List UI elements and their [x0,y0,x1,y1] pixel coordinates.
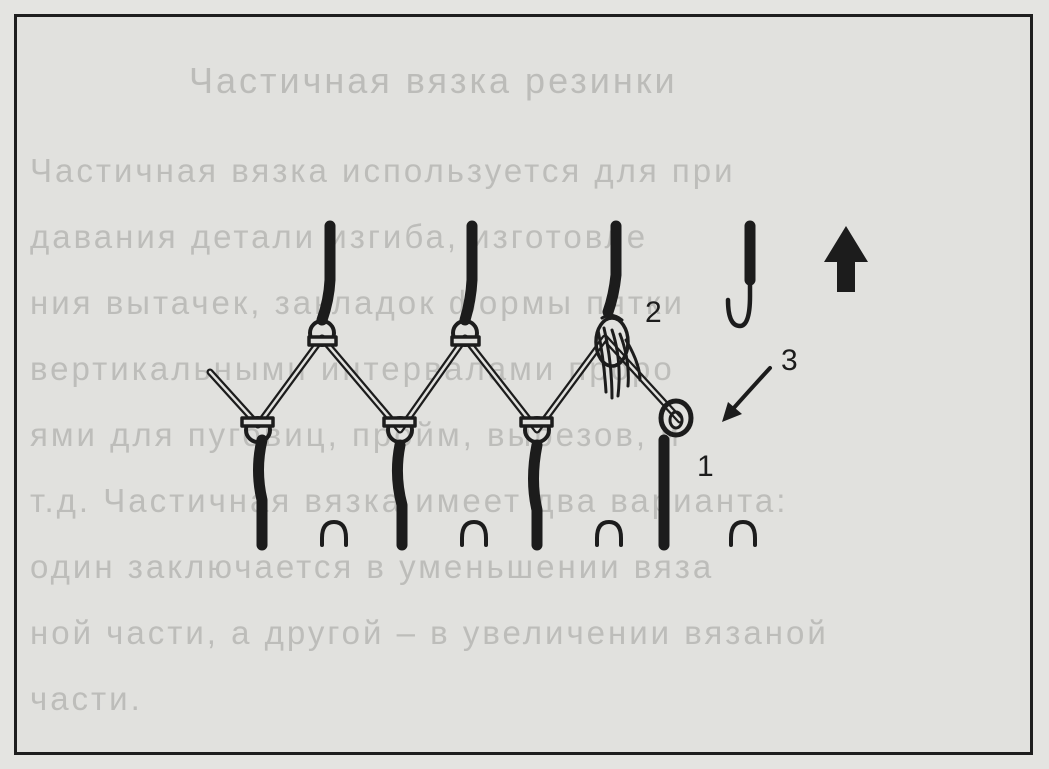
label-3: 3 [781,344,798,377]
upper-needle [459,220,478,326]
hook-arc [729,520,757,547]
hook-arc [320,520,348,547]
upper-needle [316,220,336,326]
hook-icon [725,220,756,329]
loop-1 [658,398,694,438]
label-1: 1 [697,450,714,483]
background-text-line: ной части, а другой – в увеличении вязан… [30,614,829,651]
transfer-loop-2 [594,313,642,400]
background-text-line: ями для пуговиц, пройм, вырезов, и [30,416,682,453]
diagram-frame [14,14,1033,755]
background-title: Частичная вязка резинки [189,60,678,101]
up-arrow-icon [824,226,868,292]
background-text-line: один заключается в уменьшении вяза [30,548,715,585]
background-text-line: части. [30,680,143,717]
stitch-loop [450,319,481,347]
lower-needle [253,434,268,551]
background-text-line: Частичная вязка используется для при [30,152,736,189]
lower-needle [528,439,543,551]
stitch-loop [382,416,417,444]
stitch-loop [519,416,554,444]
background-text-line: ния вытачек, закладок формы пятки [30,284,685,321]
background-text-line: давания детали изгиба, изготовле [30,218,649,255]
yarn-zigzag [206,334,684,434]
hook-arc [460,520,488,547]
curved-arrow-3 [722,366,772,422]
stitch-loop [240,416,275,444]
hook-arc [595,520,623,547]
label-2: 2 [645,296,662,329]
stitch-loop [307,319,338,347]
lower-needle [391,439,408,551]
upper-needle [602,220,622,318]
